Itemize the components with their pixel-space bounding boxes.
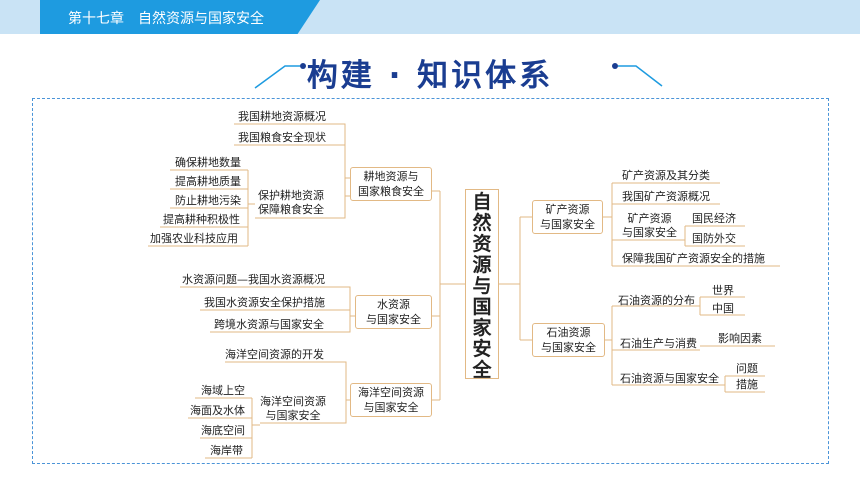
ocean-node: 海洋空间资源 与国家安全 [350, 383, 432, 417]
mineral-sub-item: 国民经济 [692, 212, 736, 225]
title-ornament [254, 63, 663, 89]
ocean-sub-item: 海面及水体 [190, 404, 245, 417]
ocean-item: 海洋空间资源的开发 [225, 348, 324, 361]
farmland-item: 我国耕地资源概况 [238, 110, 326, 123]
mineral-sub-item: 国防外交 [692, 232, 736, 245]
farmland-label-line2: 国家粮食安全 [358, 185, 424, 198]
oil-distribution: 石油资源的分布 [618, 294, 695, 307]
protect-farmland-node: 保护耕地资源 保障粮食安全 [258, 189, 324, 217]
protect-item: 确保耕地数量 [175, 156, 241, 169]
oil-node: 石油资源 与国家安全 [532, 323, 605, 357]
oil-security: 石油资源与国家安全 [620, 372, 719, 385]
oil-distribution-item: 世界 [712, 284, 734, 297]
protect-label-line1: 保护耕地资源 [258, 189, 324, 202]
protect-item: 防止耕地污染 [175, 194, 241, 207]
mineral-sub-node: 矿产资源 与国家安全 [622, 212, 677, 240]
protect-item: 提高耕地质量 [175, 175, 241, 188]
ocean-sub-item: 海岸带 [210, 444, 243, 457]
water-item: 跨境水资源与国家安全 [214, 318, 324, 331]
mineral-item: 矿产资源及其分类 [622, 169, 710, 182]
mineral-item: 我国矿产资源概况 [622, 190, 710, 203]
chapter-tab: 第十七章 自然资源与国家安全 [40, 0, 320, 34]
farmland-item: 我国粮食安全现状 [238, 131, 326, 144]
water-node: 水资源 与国家安全 [355, 295, 432, 329]
mineral-sub-label-line2: 与国家安全 [622, 226, 677, 239]
ocean-sub-item: 海底空间 [201, 424, 245, 437]
oil-security-item: 问题 [736, 362, 758, 375]
center-label: 自然资源与国家安全 [472, 190, 492, 381]
mineral-node: 矿产资源 与国家安全 [532, 200, 603, 234]
ocean-sub-label-line2: 与国家安全 [265, 409, 321, 422]
oil-distribution-item: 中国 [712, 302, 734, 315]
ocean-sub-node: 海洋空间资源 与国家安全 [260, 395, 326, 423]
chapter-title: 第十七章 自然资源与国家安全 [68, 11, 264, 27]
mineral-sub-label-line1: 矿产资源 [627, 212, 672, 225]
protect-label-line2: 保障粮食安全 [258, 203, 324, 216]
protect-item: 提高耕种积极性 [163, 213, 240, 226]
ocean-sub-label-line1: 海洋空间资源 [260, 395, 326, 408]
ocean-sub-item: 海域上空 [201, 384, 245, 397]
mineral-item: 保障我国矿产资源安全的措施 [622, 252, 765, 265]
oil-label-line2: 与国家安全 [541, 341, 596, 354]
oil-label-line1: 石油资源 [546, 326, 591, 339]
water-label-line2: 与国家安全 [366, 313, 421, 326]
center-node: 自然资源与国家安全 [465, 189, 499, 381]
water-item: 我国水资源安全保护措施 [204, 296, 325, 309]
ocean-label-line2: 与国家安全 [363, 401, 419, 414]
protect-item: 加强农业科技应用 [150, 232, 238, 245]
oil-security-item: 措施 [736, 378, 758, 391]
water-item: 水资源问题—我国水资源概况 [182, 273, 325, 286]
section-title: 构建 · 知识体系 [306, 58, 554, 94]
mineral-label-line1: 矿产资源 [545, 203, 590, 216]
chapter-header-bar: 第十七章 自然资源与国家安全 [0, 0, 860, 34]
mindmap-frame [32, 98, 829, 464]
mineral-label-line2: 与国家安全 [540, 218, 595, 231]
oil-production: 石油生产与消费 [620, 337, 697, 350]
farmland-node: 耕地资源与 国家粮食安全 [350, 167, 432, 201]
farmland-label-line1: 耕地资源与 [363, 170, 419, 183]
ocean-label-line1: 海洋空间资源 [358, 386, 424, 399]
water-label-line1: 水资源 [377, 298, 410, 311]
oil-production-item: 影响因素 [718, 332, 762, 345]
